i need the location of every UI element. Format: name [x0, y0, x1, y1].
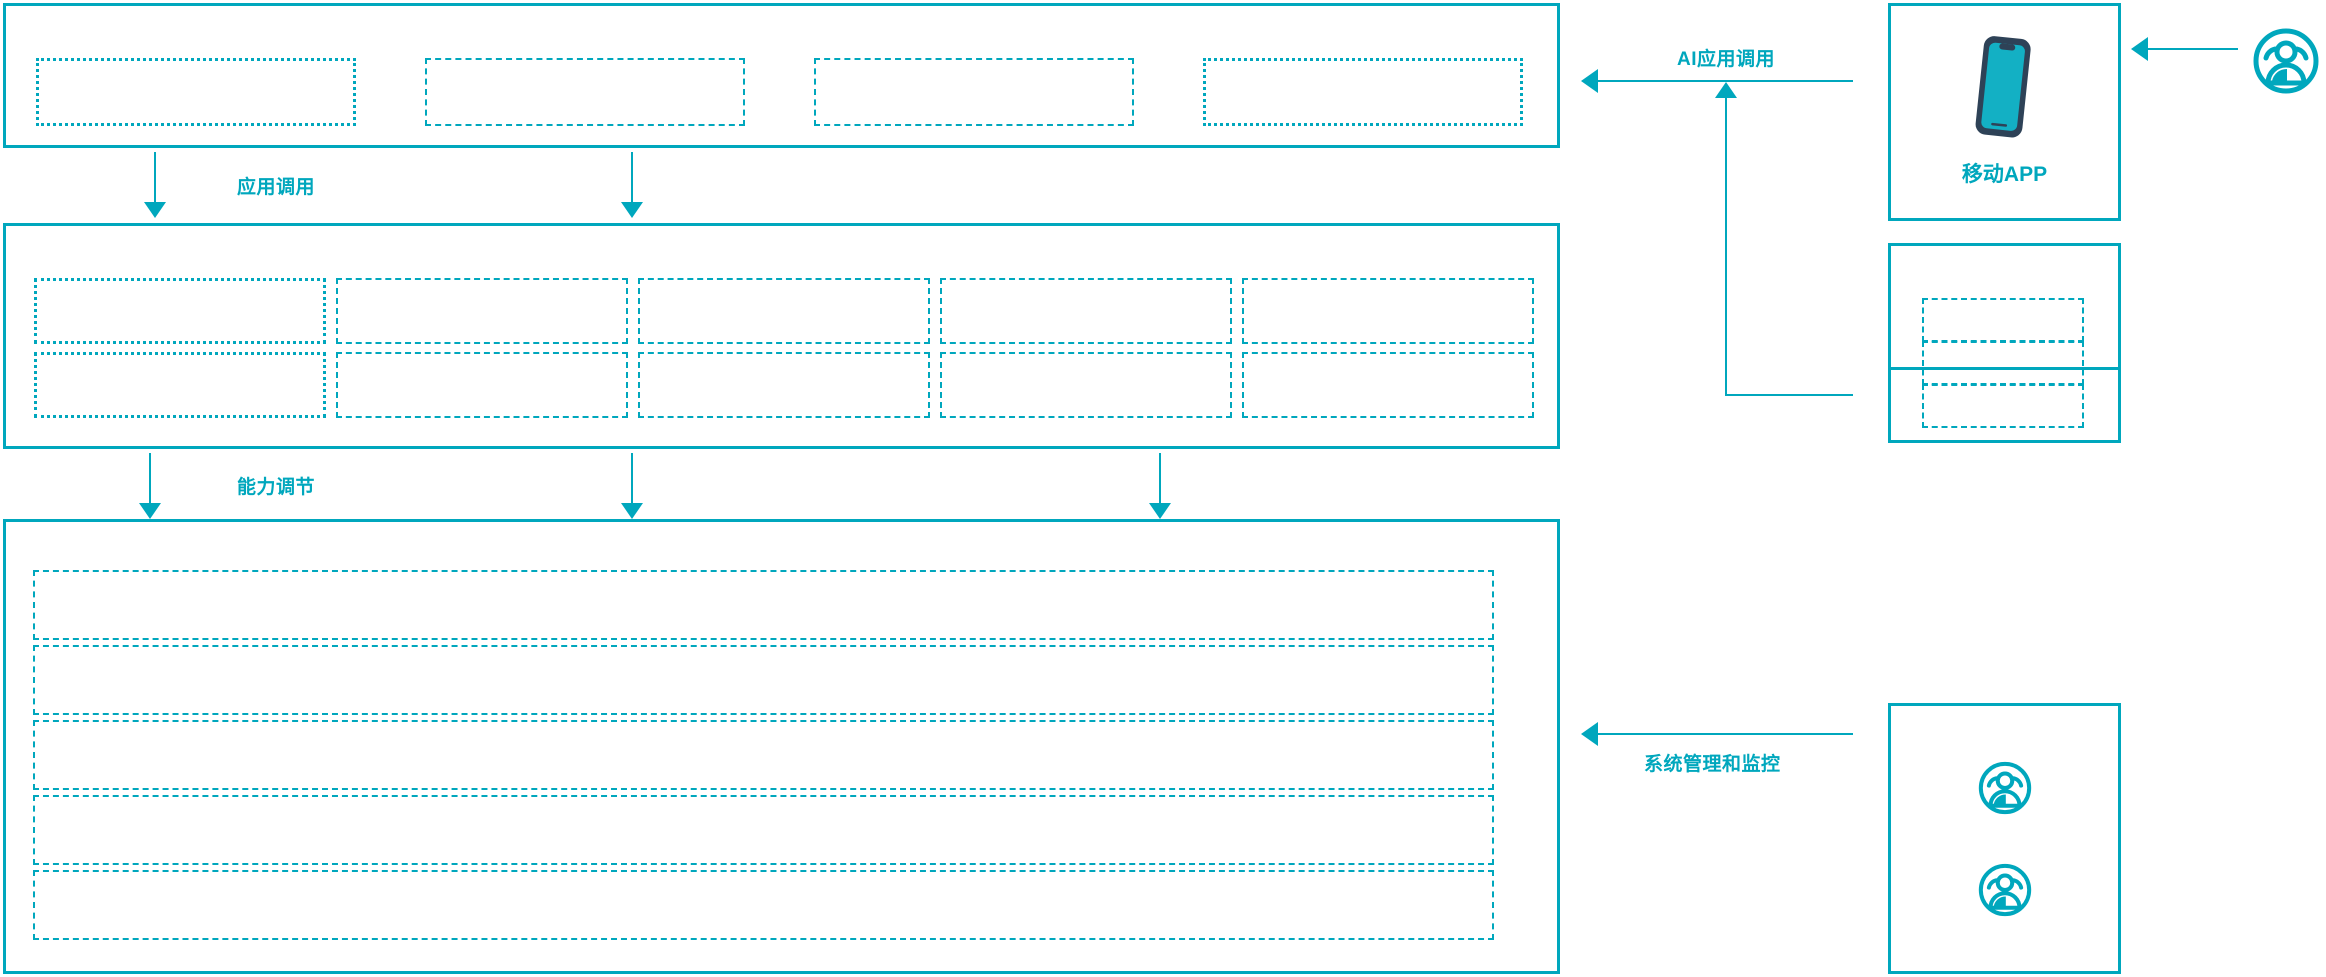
channel-node-slot-3[interactable]: [1922, 384, 2084, 428]
mobile-app-node[interactable]: 移动APP: [1888, 3, 2121, 221]
users-group-icon[interactable]: [2250, 25, 2322, 97]
capability-layer-slot-1[interactable]: [34, 278, 326, 344]
mobile-app-node-label: 移动APP: [1961, 163, 2048, 186]
ai-app-call-line-horizontal: [1598, 80, 1853, 82]
ai-app-call-arrow-head: [1581, 69, 1598, 93]
sys-admin-mon-line: [1598, 733, 1853, 735]
application-layer-slot-2[interactable]: [425, 58, 745, 126]
capability-layer-panel: [3, 223, 1560, 449]
capability-adj-arrow-line-3: [1159, 453, 1161, 508]
capability-adj-arrow-head-3: [1149, 503, 1171, 519]
platform-layer-slot-1[interactable]: [33, 570, 1494, 640]
connector-label-app-call: 应用调用: [237, 177, 316, 198]
platform-layer-slot-5[interactable]: [33, 870, 1494, 940]
users-group-icon[interactable]: [1976, 759, 2034, 817]
operations-node[interactable]: [1888, 703, 2121, 974]
app-call-arrow-head-2: [621, 202, 643, 218]
application-layer-panel: [3, 3, 1560, 148]
capability-adj-arrow-line-1: [149, 453, 151, 508]
connector-label-ai-app-call: AI应用调用: [1677, 49, 1776, 70]
ai-app-call-riser-arrow-head: [1715, 82, 1737, 98]
users-group-icon[interactable]: [1976, 861, 2034, 919]
platform-layer-panel: [3, 519, 1560, 974]
platform-layer-slot-3[interactable]: [33, 720, 1494, 790]
capability-layer-slot-4[interactable]: [940, 278, 1232, 344]
sys-admin-mon-arrow-head: [1581, 722, 1598, 746]
capability-layer-slot-2[interactable]: [336, 278, 628, 344]
capability-layer-slot-3[interactable]: [638, 278, 930, 344]
capability-layer-slot-5[interactable]: [1242, 278, 1534, 344]
platform-layer-slot-4[interactable]: [33, 795, 1494, 865]
capability-layer-slot-6[interactable]: [34, 352, 326, 418]
end-user-link-arrow-head: [2131, 37, 2148, 61]
capability-adj-arrow-head-2: [621, 503, 643, 519]
connector-label-sys-admin-mon: 系统管理和监控: [1644, 754, 1781, 775]
capability-adj-arrow-head-1: [139, 503, 161, 519]
mobile-phone-icon: [1975, 36, 2035, 140]
capability-layer-slot-7[interactable]: [336, 352, 628, 418]
application-layer-slot-3[interactable]: [814, 58, 1134, 126]
capability-layer-slot-9[interactable]: [940, 352, 1232, 418]
app-call-arrow-line-2: [631, 152, 633, 207]
end-user-link-line: [2148, 48, 2238, 50]
ai-app-call-riser-horizontal: [1725, 394, 1853, 396]
capability-layer-slot-8[interactable]: [638, 352, 930, 418]
app-call-arrow-head-1: [144, 202, 166, 218]
app-call-arrow-line-1: [154, 152, 156, 207]
ai-app-call-riser-vertical: [1725, 98, 1727, 395]
connector-label-capability-adj: 能力调节: [237, 477, 316, 498]
capability-layer-slot-10[interactable]: [1242, 352, 1534, 418]
application-layer-slot-4[interactable]: [1203, 58, 1523, 126]
application-layer-slot-1[interactable]: [36, 58, 356, 126]
capability-adj-arrow-line-2: [631, 453, 633, 508]
channel-node-outline: [1888, 243, 2121, 443]
platform-layer-slot-2[interactable]: [33, 645, 1494, 715]
